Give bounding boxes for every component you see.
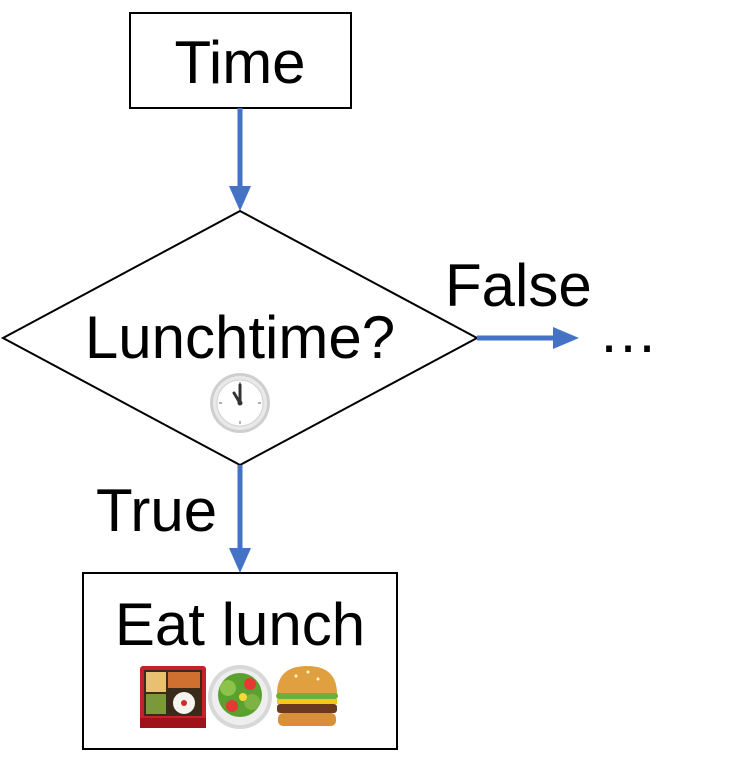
- arrowhead-start-to-decision: [229, 186, 251, 211]
- true-label: True: [96, 477, 217, 544]
- ellipsis-label: …: [598, 298, 658, 365]
- bento-box-icon: [140, 666, 206, 728]
- action-node: Eat lunch: [82, 572, 398, 750]
- clock-icon: [210, 373, 270, 433]
- false-label: False: [445, 252, 592, 319]
- hamburger-icon: [276, 666, 338, 726]
- action-label: Eat lunch: [115, 591, 365, 658]
- start-label: Time: [174, 29, 305, 96]
- decision-label: Lunchtime?: [85, 304, 395, 371]
- decision-node: Lunchtime?: [0, 209, 480, 467]
- salad-icon: [208, 665, 272, 729]
- arrowhead-true: [229, 548, 251, 573]
- arrowhead-false: [553, 327, 579, 349]
- start-box: [129, 12, 352, 109]
- start-node: Time: [129, 12, 352, 109]
